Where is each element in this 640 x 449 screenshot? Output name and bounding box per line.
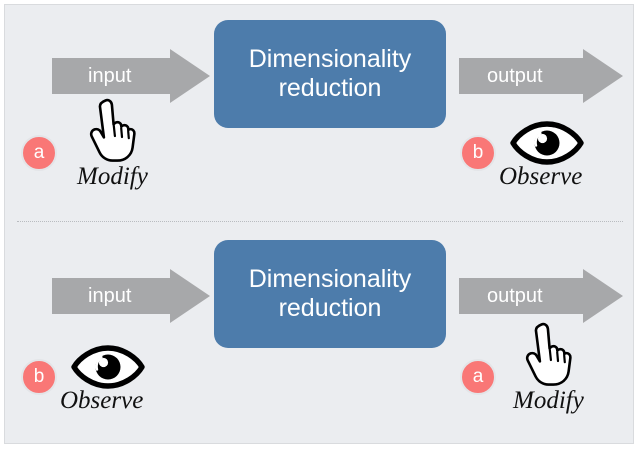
output-arrow-top: output xyxy=(459,49,623,103)
process-label-line1: Dimensionality xyxy=(248,264,412,293)
figure-frame: input Dimensionality reduction output a xyxy=(4,4,634,444)
caption-observe-top: Observe xyxy=(499,163,583,190)
process-label-line2: reduction xyxy=(278,74,382,102)
eye-icon xyxy=(510,121,584,165)
caption-modify-top: Modify xyxy=(77,163,148,190)
dimensionality-reduction-box-top: Dimensionality reduction xyxy=(214,20,446,128)
panel-top: input Dimensionality reduction output a xyxy=(5,5,635,225)
badge-a-bottom: a xyxy=(460,359,496,395)
annotation-observe-bottom: b Observe xyxy=(5,225,205,414)
annotation-modify-top: a Modify xyxy=(5,5,205,190)
process-label-line2: reduction xyxy=(278,294,382,322)
eye-icon xyxy=(71,345,145,389)
caption-modify-bottom: Modify xyxy=(513,387,584,414)
panel-divider xyxy=(17,221,623,222)
hand-pointer-icon xyxy=(85,97,141,163)
process-label-bottom: Dimensionality reduction xyxy=(249,265,412,324)
badge-a-top: a xyxy=(21,135,57,171)
panel-bottom: input Dimensionality reduction output b xyxy=(5,225,635,445)
badge-b-bottom: b xyxy=(21,359,57,395)
dimensionality-reduction-box-bottom: Dimensionality reduction xyxy=(214,240,446,348)
output-arrow-bottom: output xyxy=(459,269,623,323)
badge-b-top: b xyxy=(460,135,496,171)
annotation-observe-top: b Observe xyxy=(5,5,584,190)
hand-pointer-icon xyxy=(521,321,577,387)
process-label-top: Dimensionality reduction xyxy=(249,45,412,104)
caption-observe-bottom: Observe xyxy=(60,387,144,414)
process-label-line1: Dimensionality xyxy=(248,44,412,73)
annotation-modify-bottom: a Modify xyxy=(5,225,584,414)
